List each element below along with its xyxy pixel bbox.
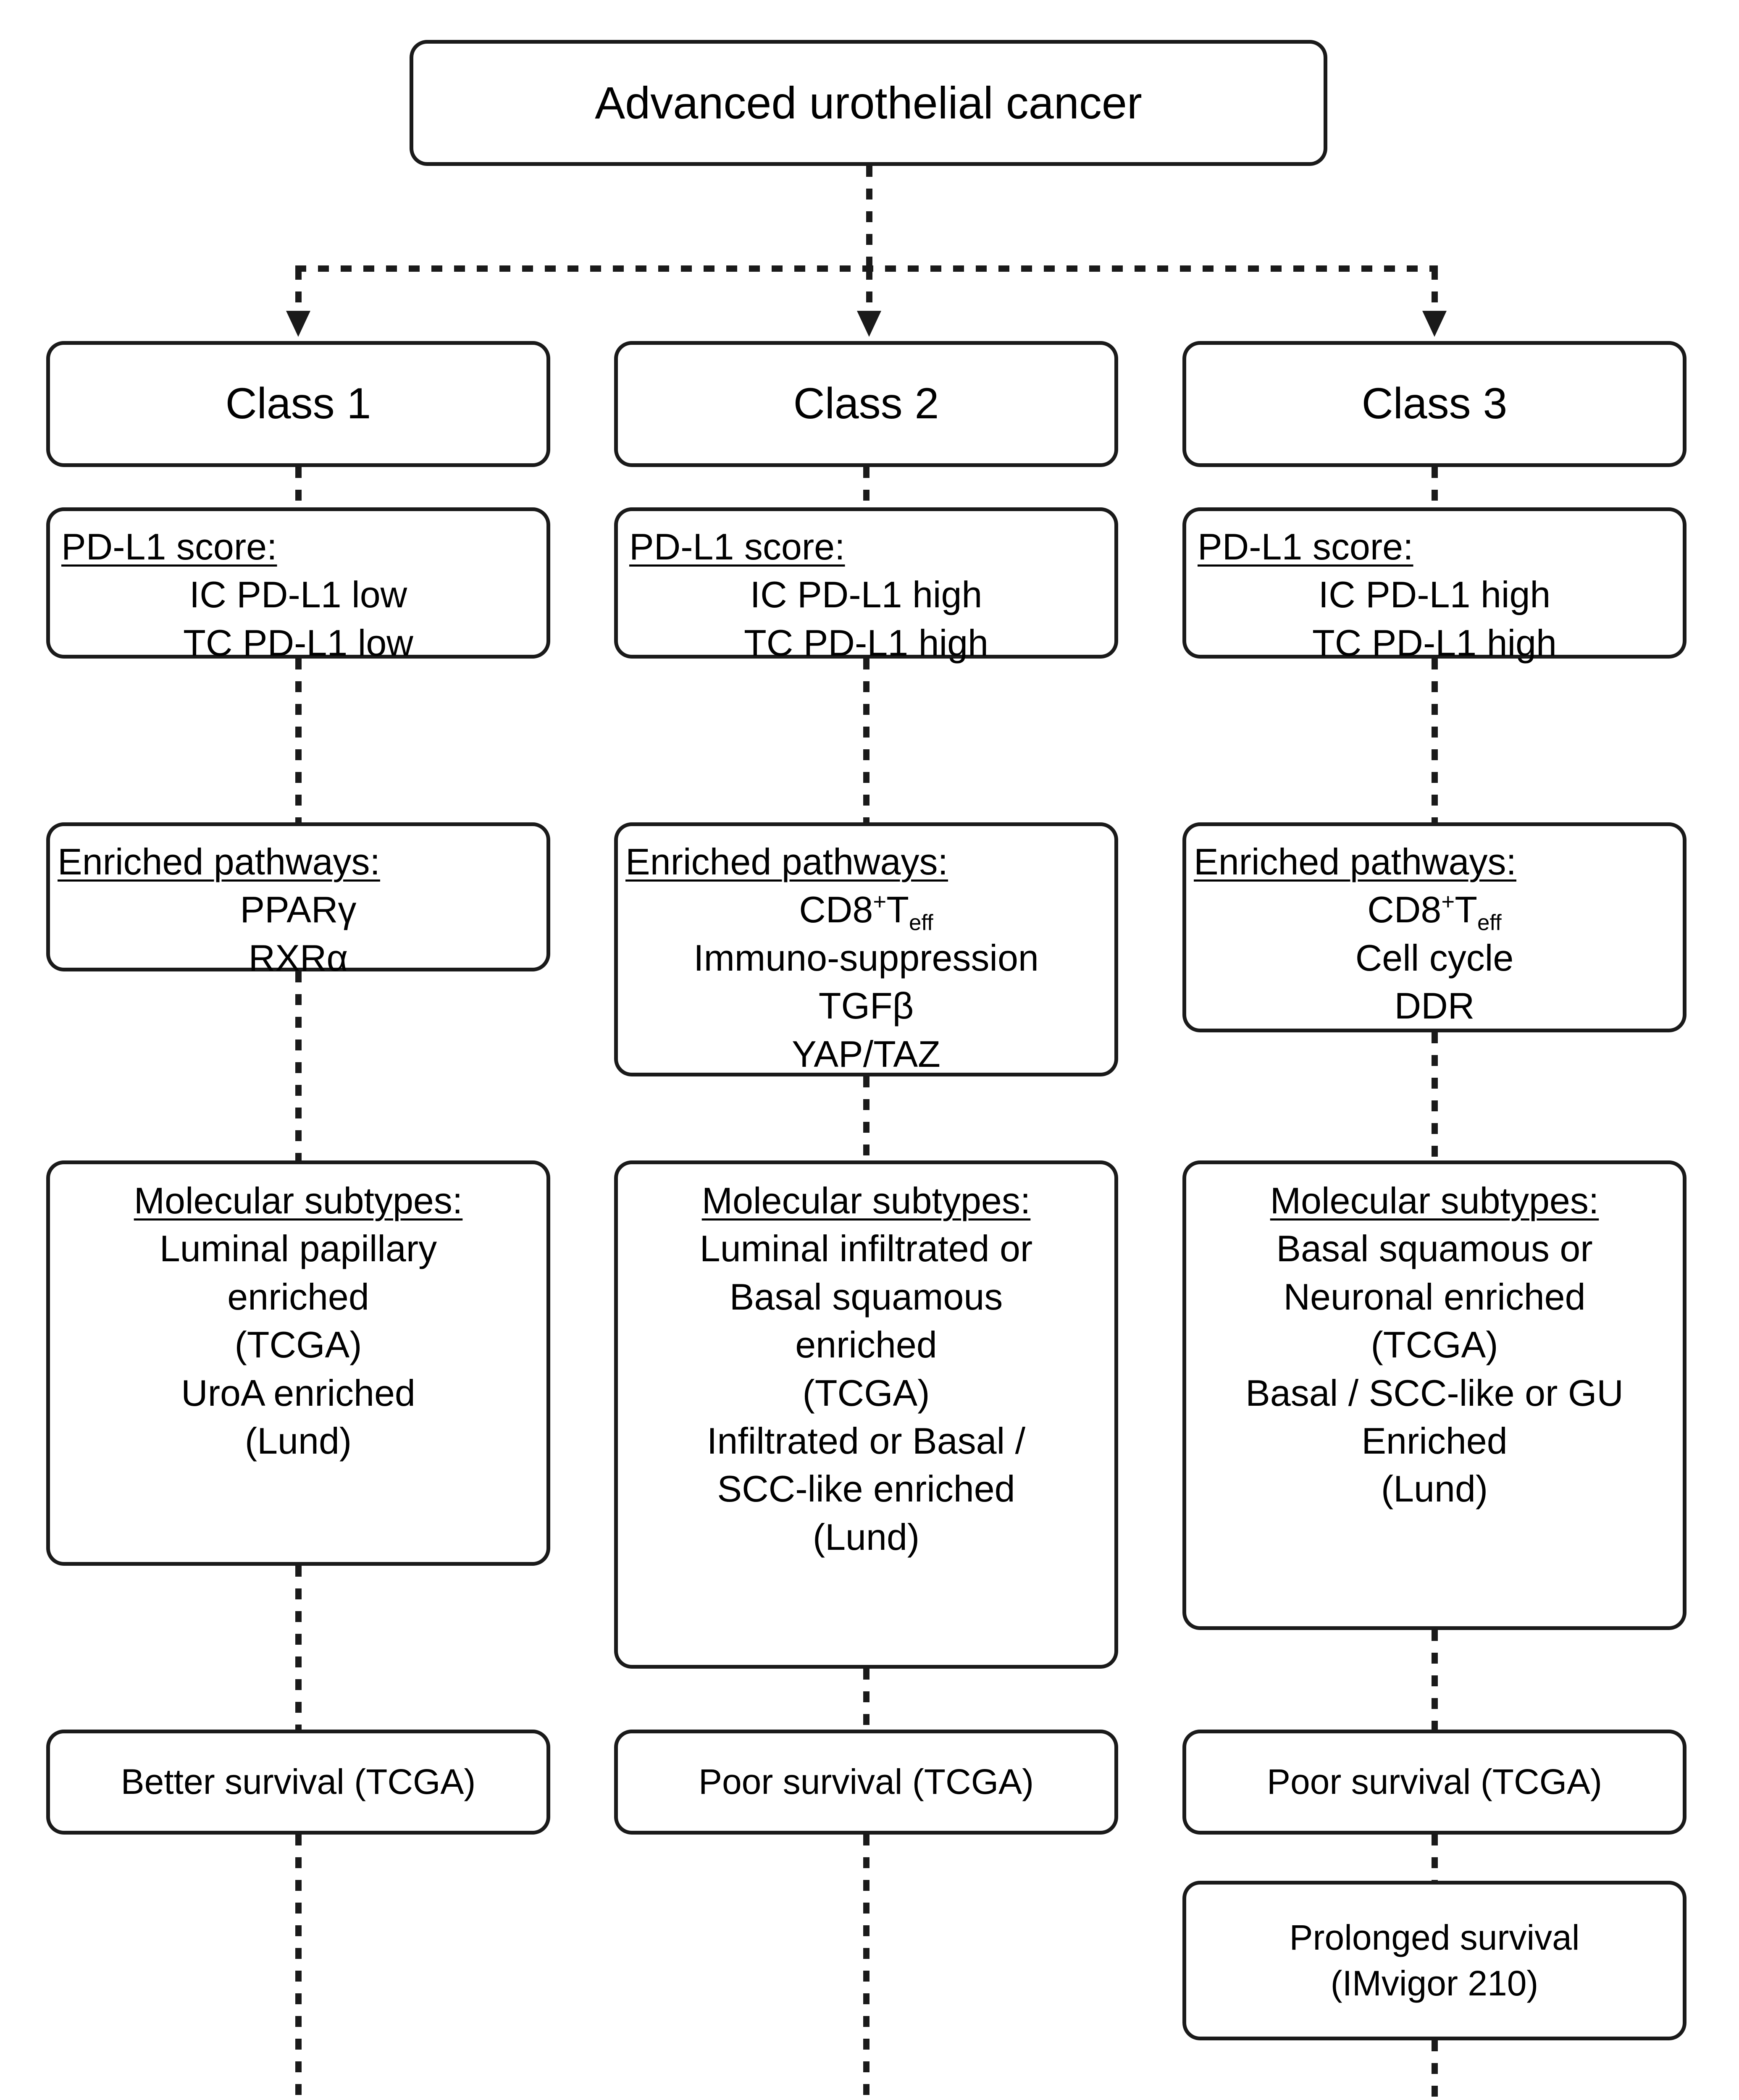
subtypes-header: Molecular subtypes: — [701, 1180, 1031, 1221]
connector-horizontal-bus — [295, 265, 1438, 272]
class-node-class-1[interactable]: Class 1 — [46, 341, 550, 467]
pdl1-header: PD-L1 score: — [61, 526, 277, 567]
connector-c2-pdl1-to-pathways — [863, 659, 870, 822]
subtype-line: Basal squamous — [729, 1276, 1003, 1318]
root-node-label: Advanced urothelial cancer — [595, 77, 1142, 128]
connector-c3-subtypes-to-survival — [1432, 1630, 1438, 1730]
arrowhead-class-2 — [857, 311, 881, 337]
connector-c2-class-to-pdl1 — [863, 467, 870, 509]
connector-c1-subtypes-to-survival — [295, 1566, 302, 1730]
pathway-line: YAP/TAZ — [792, 1033, 940, 1075]
connector-drop-class-3 — [1432, 269, 1438, 315]
survival-label: Poor survival (TCGA) — [698, 1762, 1034, 1802]
subtypes-node-class-3[interactable]: Molecular subtypes: Basal squamous or Ne… — [1182, 1160, 1686, 1630]
connector-c3-class-to-pdl1 — [1432, 467, 1438, 509]
subtype-line: enriched — [795, 1324, 937, 1366]
subtype-line: Luminal infiltrated or — [699, 1228, 1033, 1270]
pathway-line: Cell cycle — [1355, 937, 1514, 979]
pdl1-line: IC PD-L1 low — [189, 574, 407, 616]
pathway-line: RXRα — [248, 937, 348, 979]
arrowhead-class-1 — [286, 311, 310, 337]
pdl1-node-class-2[interactable]: PD-L1 score: IC PD-L1 high TC PD-L1 high — [614, 507, 1118, 664]
connector-c2-pathways-to-subtypes — [863, 1076, 870, 1160]
subtype-line: Infiltrated or Basal / — [707, 1420, 1026, 1462]
survival-label: Better survival (TCGA) — [121, 1762, 476, 1802]
subtype-line: enriched — [227, 1276, 369, 1318]
connector-c1-survival-to-therapy — [295, 1835, 302, 2100]
subtype-line: (TCGA) — [802, 1372, 930, 1414]
pathways-header: Enriched pathways: — [1194, 841, 1516, 882]
class-node-class-3[interactable]: Class 3 — [1182, 341, 1686, 467]
pathways-node-class-2[interactable]: Enriched pathways: CD8+Teff Immuno-suppr… — [614, 822, 1118, 1076]
subtype-line: UroA enriched — [181, 1372, 415, 1414]
connector-c3-pathways-to-subtypes — [1432, 1032, 1438, 1160]
subtype-line: Luminal papillary — [159, 1228, 437, 1270]
connector-root-stem — [866, 166, 872, 269]
connector-drop-class-2 — [866, 269, 872, 315]
class-node-class-2[interactable]: Class 2 — [614, 341, 1118, 467]
arrowhead-class-3 — [1422, 311, 1447, 337]
connector-drop-class-1 — [295, 269, 302, 315]
subtype-line: SCC-like enriched — [717, 1468, 1015, 1510]
pathway-line: CD8+Teff — [799, 889, 933, 935]
survival-node-class-3[interactable]: Poor survival (TCGA) — [1182, 1730, 1686, 1835]
pdl1-line: IC PD-L1 high — [750, 574, 982, 616]
pathways-header: Enriched pathways: — [625, 841, 948, 882]
pathway-line: PPARγ — [240, 889, 357, 931]
subtype-line: Basal squamous or — [1276, 1228, 1593, 1270]
subtype-line: (TCGA) — [234, 1324, 362, 1366]
subtypes-header: Molecular subtypes: — [134, 1180, 463, 1221]
pathway-line: CD8+Teff — [1367, 889, 1502, 935]
connector-c1-class-to-pdl1 — [295, 467, 302, 509]
subtype-line: (Lund) — [244, 1420, 352, 1462]
survival-label: Poor survival (TCGA) — [1266, 1762, 1602, 1802]
connector-c3-survival-to-extra — [1432, 1835, 1438, 1881]
pathway-line: TGFβ — [818, 985, 914, 1027]
root-node-advanced-urothelial-cancer[interactable]: Advanced urothelial cancer — [410, 40, 1327, 166]
extra-survival-node-class-3[interactable]: Prolonged survival (IMvigor 210) — [1182, 1881, 1686, 2040]
pathways-node-class-1[interactable]: Enriched pathways: PPARγ RXRα — [46, 822, 550, 979]
extra-survival-line: (IMvigor 210) — [1330, 1964, 1539, 2003]
class-label: Class 3 — [1361, 379, 1508, 428]
pdl1-line: IC PD-L1 high — [1318, 574, 1551, 616]
class-label: Class 1 — [225, 379, 371, 428]
pdl1-line: TC PD-L1 low — [183, 622, 413, 664]
pathway-line: Immuno-suppression — [693, 937, 1039, 979]
extra-survival-line: Prolonged survival — [1289, 1917, 1580, 1957]
connector-c2-subtypes-to-survival — [863, 1669, 870, 1730]
subtype-line: (Lund) — [1381, 1468, 1488, 1510]
subtype-line: (TCGA) — [1371, 1324, 1498, 1366]
pdl1-line: TC PD-L1 high — [1312, 622, 1557, 664]
pdl1-node-class-1[interactable]: PD-L1 score: IC PD-L1 low TC PD-L1 low — [46, 507, 550, 664]
survival-node-class-2[interactable]: Poor survival (TCGA) — [614, 1730, 1118, 1835]
connector-c1-pathways-to-subtypes — [295, 971, 302, 1160]
subtype-line: Basal / SCC-like or GU — [1245, 1372, 1623, 1414]
connector-c3-extra-to-therapy — [1432, 2040, 1438, 2100]
pdl1-header: PD-L1 score: — [1198, 526, 1413, 567]
subtypes-node-class-1[interactable]: Molecular subtypes: Luminal papillary en… — [46, 1160, 550, 1566]
pdl1-header: PD-L1 score: — [629, 526, 845, 567]
pathway-line: DDR — [1394, 985, 1475, 1027]
pathways-header: Enriched pathways: — [58, 841, 380, 882]
survival-node-class-1[interactable]: Better survival (TCGA) — [46, 1730, 550, 1835]
pdl1-node-class-3[interactable]: PD-L1 score: IC PD-L1 high TC PD-L1 high — [1182, 507, 1686, 664]
subtypes-header: Molecular subtypes: — [1270, 1180, 1599, 1221]
connector-c1-pdl1-to-pathways-2 — [295, 659, 302, 822]
connector-c3-pdl1-to-pathways — [1432, 659, 1438, 822]
pdl1-line: TC PD-L1 high — [743, 622, 988, 664]
subtype-line: Neuronal enriched — [1283, 1276, 1586, 1318]
subtype-line: Enriched — [1361, 1420, 1508, 1462]
class-label: Class 2 — [793, 379, 939, 428]
subtypes-node-class-2[interactable]: Molecular subtypes: Luminal infiltrated … — [614, 1160, 1118, 1669]
pathways-node-class-3[interactable]: Enriched pathways: CD8+Teff Cell cycle D… — [1182, 822, 1686, 1032]
subtype-line: (Lund) — [812, 1516, 920, 1558]
connector-c2-survival-to-therapy — [863, 1835, 870, 2100]
